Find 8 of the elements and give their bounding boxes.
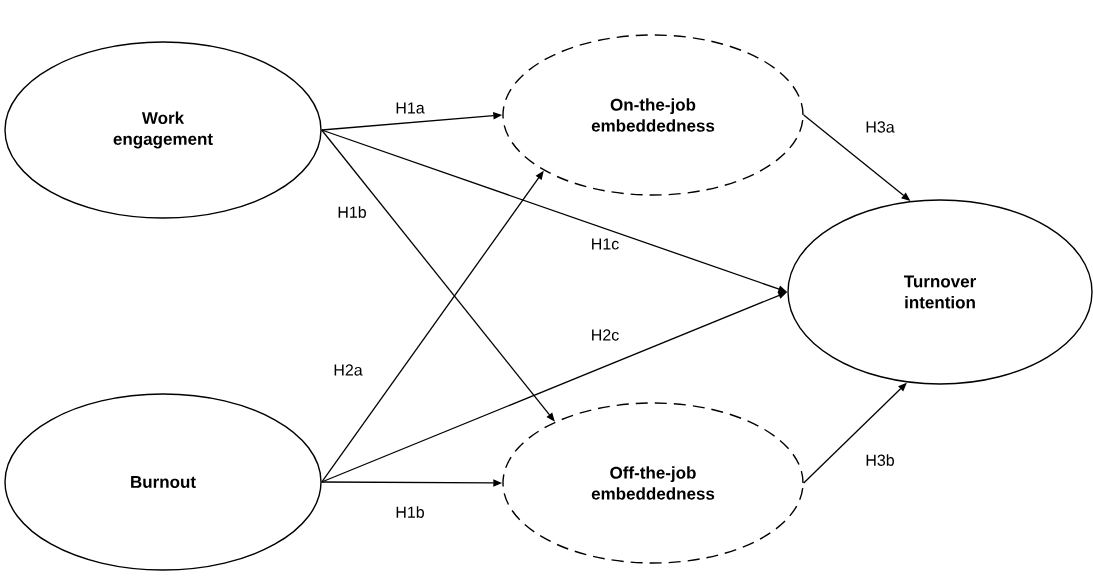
edge-label: H1b bbox=[394, 505, 426, 519]
edge-label: H3b bbox=[864, 453, 896, 467]
edge-label: H2a bbox=[332, 363, 364, 377]
edge-label: H1a bbox=[394, 101, 426, 115]
edge-label: H1b bbox=[336, 205, 368, 219]
edge-label: H3a bbox=[864, 120, 896, 134]
edge-label: H1c bbox=[589, 237, 621, 251]
edge-label: H2c bbox=[589, 328, 621, 342]
